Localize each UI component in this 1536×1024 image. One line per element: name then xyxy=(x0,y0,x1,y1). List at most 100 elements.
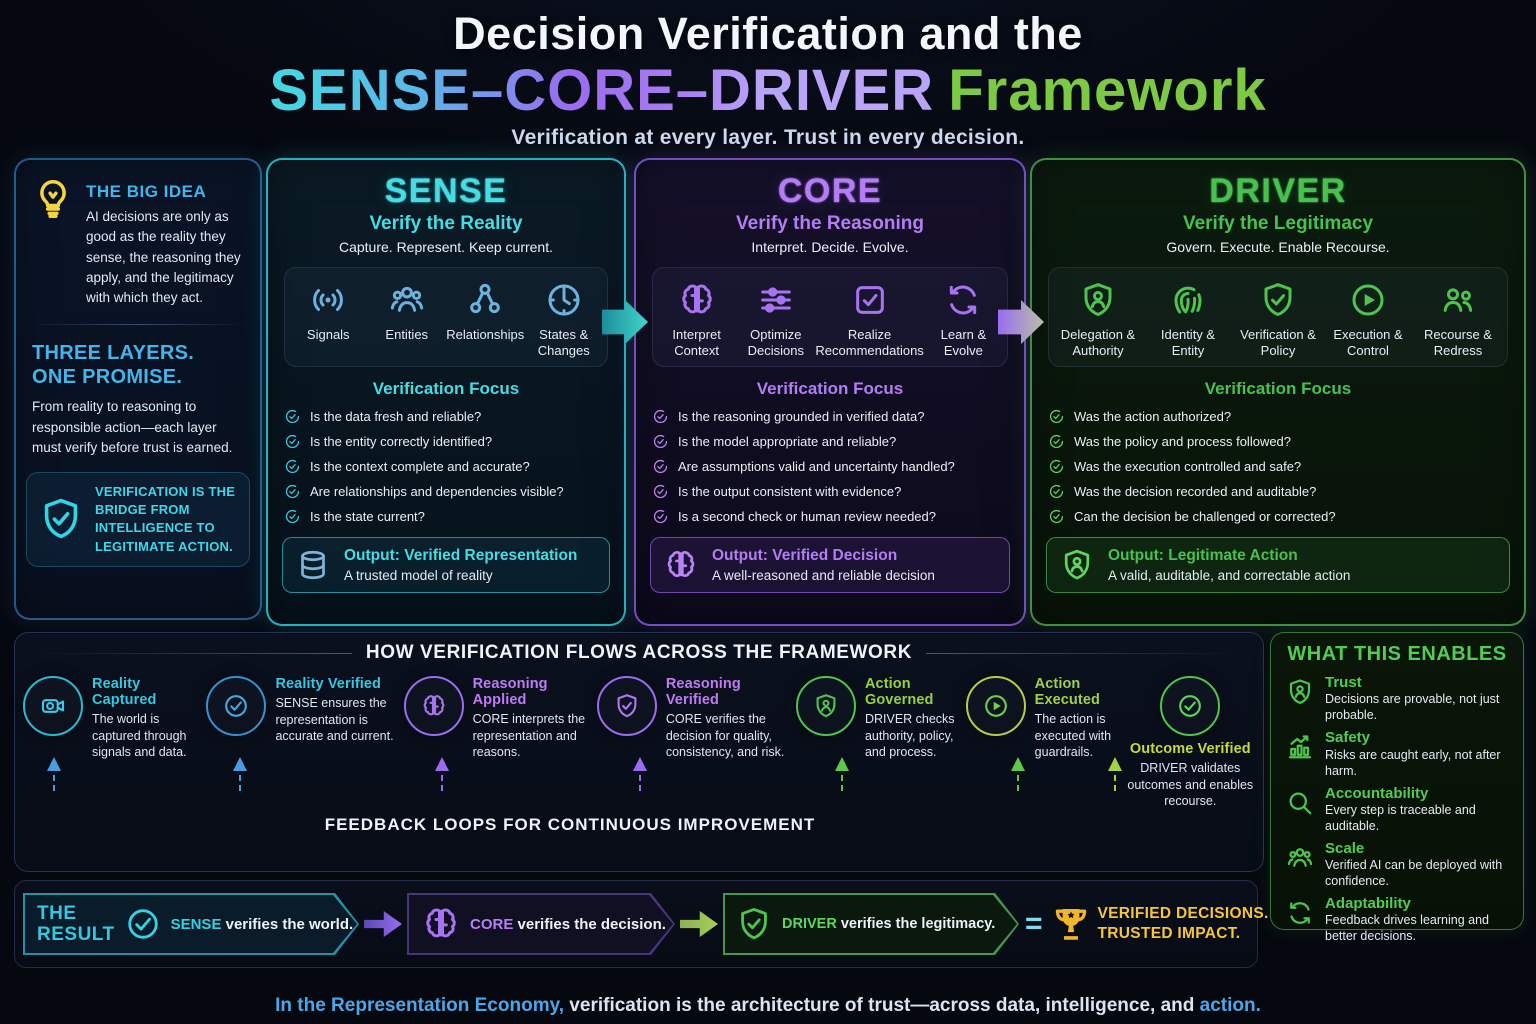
enable-desc: Feedback drives learning and better deci… xyxy=(1325,913,1489,944)
title-line1: Decision Verification and the xyxy=(453,8,1083,59)
check-item: Was the policy and process followed? xyxy=(1048,433,1508,450)
clock-icon xyxy=(548,284,580,316)
core-output: Output: Verified Decision A well-reasone… xyxy=(650,537,1010,594)
check-text: Was the decision recorded and auditable? xyxy=(1074,484,1317,500)
check-text: Is the reasoning grounded in verified da… xyxy=(678,409,925,425)
shield-check-icon xyxy=(741,908,767,940)
callout-text: VERIFICATION IS THE BRIDGE FROM INTELLIG… xyxy=(95,484,236,554)
check-badge-icon xyxy=(285,460,300,474)
core-panel: CORE Verify the Reasoning Interpret. Dec… xyxy=(634,158,1026,626)
sense-panel: SENSE Verify the Reality Capture. Repres… xyxy=(266,158,626,626)
capability-delegation-authority: Delegation & Authority xyxy=(1053,280,1143,358)
driver-tagline: Govern. Execute. Enable Recourse. xyxy=(1166,239,1390,255)
hierarchy-icon xyxy=(470,283,501,314)
flow-step-reasoning-verified: Reasoning Verified CORE verifies the dec… xyxy=(596,676,791,810)
enable-title: Safety xyxy=(1325,729,1371,747)
check-item: Is the context complete and accurate? xyxy=(284,458,608,475)
output-title: Output: Verified Decision xyxy=(712,547,898,565)
check-badge-icon xyxy=(285,485,300,499)
result-label-line1: THE xyxy=(37,902,77,924)
step-desc: CORE verifies the decision for quality, … xyxy=(665,712,785,759)
flow-step-action-executed: Action Executed The action is executed w… xyxy=(965,676,1121,810)
capability-label: Relationships xyxy=(446,327,525,342)
shield-check-icon xyxy=(1264,283,1292,316)
big-idea-panel: THE BIG IDEA AI decisions are only as go… xyxy=(14,158,262,620)
brain-icon xyxy=(667,551,695,578)
driver-focus-title: Verification Focus xyxy=(1204,379,1352,399)
shield-person-icon xyxy=(1064,550,1090,580)
result-impact: VERIFIED DECISIONS. TRUSTED IMPACT. xyxy=(1098,904,1269,944)
impact-line2: TRUSTED IMPACT. xyxy=(1097,925,1241,942)
core-title: CORE xyxy=(777,172,883,210)
check-text: Was the action authorized? xyxy=(1074,409,1232,425)
result-core-rest: verifies the decision. xyxy=(513,915,666,933)
flow-step-reality-verified: Reality Verified SENSE ensures the repre… xyxy=(206,676,398,810)
driver-output: Output: Legitimate Action A valid, audit… xyxy=(1046,537,1510,594)
check-text: Is the output consistent with evidence? xyxy=(678,484,902,500)
enable-title: Scale xyxy=(1325,839,1365,857)
promise-line1: THREE LAYERS. xyxy=(32,342,195,365)
trophy-icon xyxy=(1055,907,1086,942)
step-desc: The action is executed with guardrails. xyxy=(1034,712,1112,759)
divider xyxy=(35,652,352,654)
check-item: Is the output consistent with evidence? xyxy=(652,483,1008,500)
result-core-text: CORE verifies the decision. xyxy=(470,916,666,933)
arrow-right-icon xyxy=(364,911,402,937)
check-badge-icon xyxy=(285,435,300,449)
verification-callout: VERIFICATION IS THE BRIDGE FROM INTELLIG… xyxy=(26,472,250,567)
check-item: Is a second check or human review needed… xyxy=(652,508,1008,525)
check-item: Is the model appropriate and reliable? xyxy=(652,433,1008,450)
enable-title: Trust xyxy=(1325,674,1362,691)
output-desc: A well-reasoned and reliable decision xyxy=(712,568,935,584)
title-framework-word: Framework xyxy=(948,58,1267,123)
core-tagline: Interpret. Decide. Evolve. xyxy=(751,239,909,255)
enables-list: Trust Decisions are provable, not just p… xyxy=(1285,674,1511,944)
output-desc: A valid, auditable, and correctable acti… xyxy=(1108,568,1351,584)
check-item: Was the action authorized? xyxy=(1048,408,1508,425)
capability-verification-policy: Verification & Policy xyxy=(1233,280,1323,358)
capability-label: States & Changes xyxy=(537,327,590,358)
play-circle-icon xyxy=(965,676,1026,736)
check-badge-icon xyxy=(653,460,668,474)
shield-person-icon xyxy=(1084,283,1112,316)
check-text: Is a second check or human review needed… xyxy=(678,509,936,525)
check-text: Are assumptions valid and uncertainty ha… xyxy=(678,459,955,475)
chart-up-icon xyxy=(1288,735,1312,759)
check-item: Is the reasoning grounded in verified da… xyxy=(652,408,1008,425)
driver-subtitle: Verify the Legitimacy xyxy=(1182,213,1374,234)
flow-steps: Reality Captured The world is captured t… xyxy=(23,676,1255,810)
capability-label: Recourse & Redress xyxy=(1424,327,1492,358)
core-focus-title: Verification Focus xyxy=(756,379,904,399)
footer-suffix: action. xyxy=(1199,995,1261,1016)
flow-step-outcome-verified: Outcome Verified DRIVER validates outcom… xyxy=(1126,676,1255,810)
divider xyxy=(30,324,246,326)
step-title: Action Governed xyxy=(864,676,934,708)
check-item: Can the decision be challenged or correc… xyxy=(1048,508,1508,525)
footer-tagline: In the Representation Economy, verificat… xyxy=(0,995,1536,1017)
play-circle-icon xyxy=(1352,284,1384,316)
promise-heading: THREE LAYERS. ONE PROMISE. xyxy=(32,341,260,389)
brain-icon xyxy=(426,908,456,938)
enable-desc: Verified AI can be deployed with confide… xyxy=(1325,858,1503,888)
result-core-strong: CORE xyxy=(470,915,514,933)
equals-sign: = xyxy=(1025,907,1043,940)
check-text: Is the entity correctly identified? xyxy=(310,434,493,450)
check-item: Is the data fresh and reliable? xyxy=(284,408,608,425)
step-title: Action Executed xyxy=(1034,676,1100,708)
footer-prefix: In the Representation Economy, xyxy=(275,995,565,1016)
people-group-icon xyxy=(1287,847,1313,867)
refresh-icon xyxy=(950,285,977,315)
capability-label: Interpret Context xyxy=(672,327,721,358)
check-badge-icon xyxy=(1049,485,1064,499)
checkbox-icon xyxy=(855,286,884,314)
capability-learn-evolve: Learn & Evolve xyxy=(924,280,1003,358)
signals-icon xyxy=(313,289,344,311)
check-item: Was the execution controlled and safe? xyxy=(1048,458,1508,475)
check-badge-icon xyxy=(1049,435,1064,449)
step-desc: DRIVER checks authority, policy, and pro… xyxy=(864,712,955,759)
divider xyxy=(926,652,1244,654)
check-item: Are relationships and dependencies visib… xyxy=(284,483,608,500)
enable-desc: Decisions are provable, not just probabl… xyxy=(1325,692,1500,723)
capability-entities: Entities xyxy=(368,280,447,358)
check-badge-icon xyxy=(285,510,300,524)
